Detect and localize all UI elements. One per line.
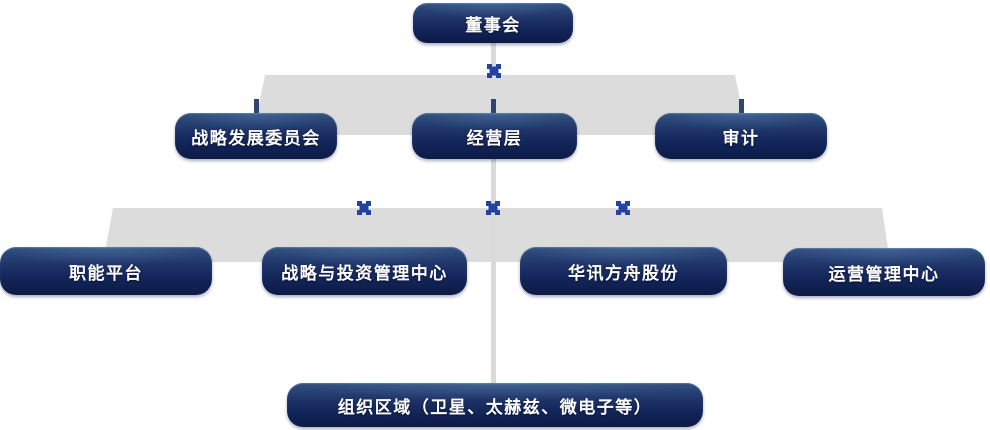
org-node-management-layer-label: 经营层 bbox=[466, 128, 523, 148]
org-node-organization-regions: 组织区域（卫星、太赫兹、微电子等） bbox=[287, 383, 703, 427]
connector-cross-icon bbox=[357, 201, 371, 215]
org-node-strategy-development-committee-label: 战略发展委员会 bbox=[191, 128, 321, 148]
org-node-organization-regions-label: 组织区域（卫星、太赫兹、微电子等） bbox=[337, 397, 653, 417]
connector-cross-icon bbox=[616, 201, 630, 215]
connector-stub-committee bbox=[254, 99, 259, 114]
org-node-board: 董事会 bbox=[413, 3, 573, 43]
connector-stub-management bbox=[491, 99, 496, 114]
connector-band-level2 bbox=[103, 208, 890, 262]
org-node-strategy-investment-center: 战略与投资管理中心 bbox=[262, 247, 467, 295]
org-node-functional-platform: 职能平台 bbox=[0, 247, 212, 295]
org-node-audit: 审计 bbox=[655, 113, 827, 159]
org-node-functional-platform-label: 职能平台 bbox=[69, 263, 143, 283]
connector-cross-icon bbox=[486, 201, 500, 215]
connector-cross-icon bbox=[487, 64, 501, 78]
org-node-audit-label: 审计 bbox=[722, 128, 760, 148]
connector-line-root bbox=[491, 41, 496, 68]
org-node-operations-management-center-label: 运营管理中心 bbox=[828, 264, 940, 284]
org-node-operations-management-center: 运营管理中心 bbox=[783, 248, 985, 296]
org-node-strategy-development-committee: 战略发展委员会 bbox=[175, 113, 337, 159]
org-node-huaxun-fangzhou-shares-label: 华讯方舟股份 bbox=[568, 263, 679, 283]
connector-stub-audit bbox=[739, 99, 744, 114]
connector-line-spine bbox=[491, 159, 496, 383]
org-node-huaxun-fangzhou-shares: 华讯方舟股份 bbox=[520, 247, 727, 295]
org-node-strategy-investment-center-label: 战略与投资管理中心 bbox=[281, 263, 448, 283]
org-node-board-label: 董事会 bbox=[465, 15, 521, 35]
org-node-management-layer: 经营层 bbox=[412, 113, 577, 159]
